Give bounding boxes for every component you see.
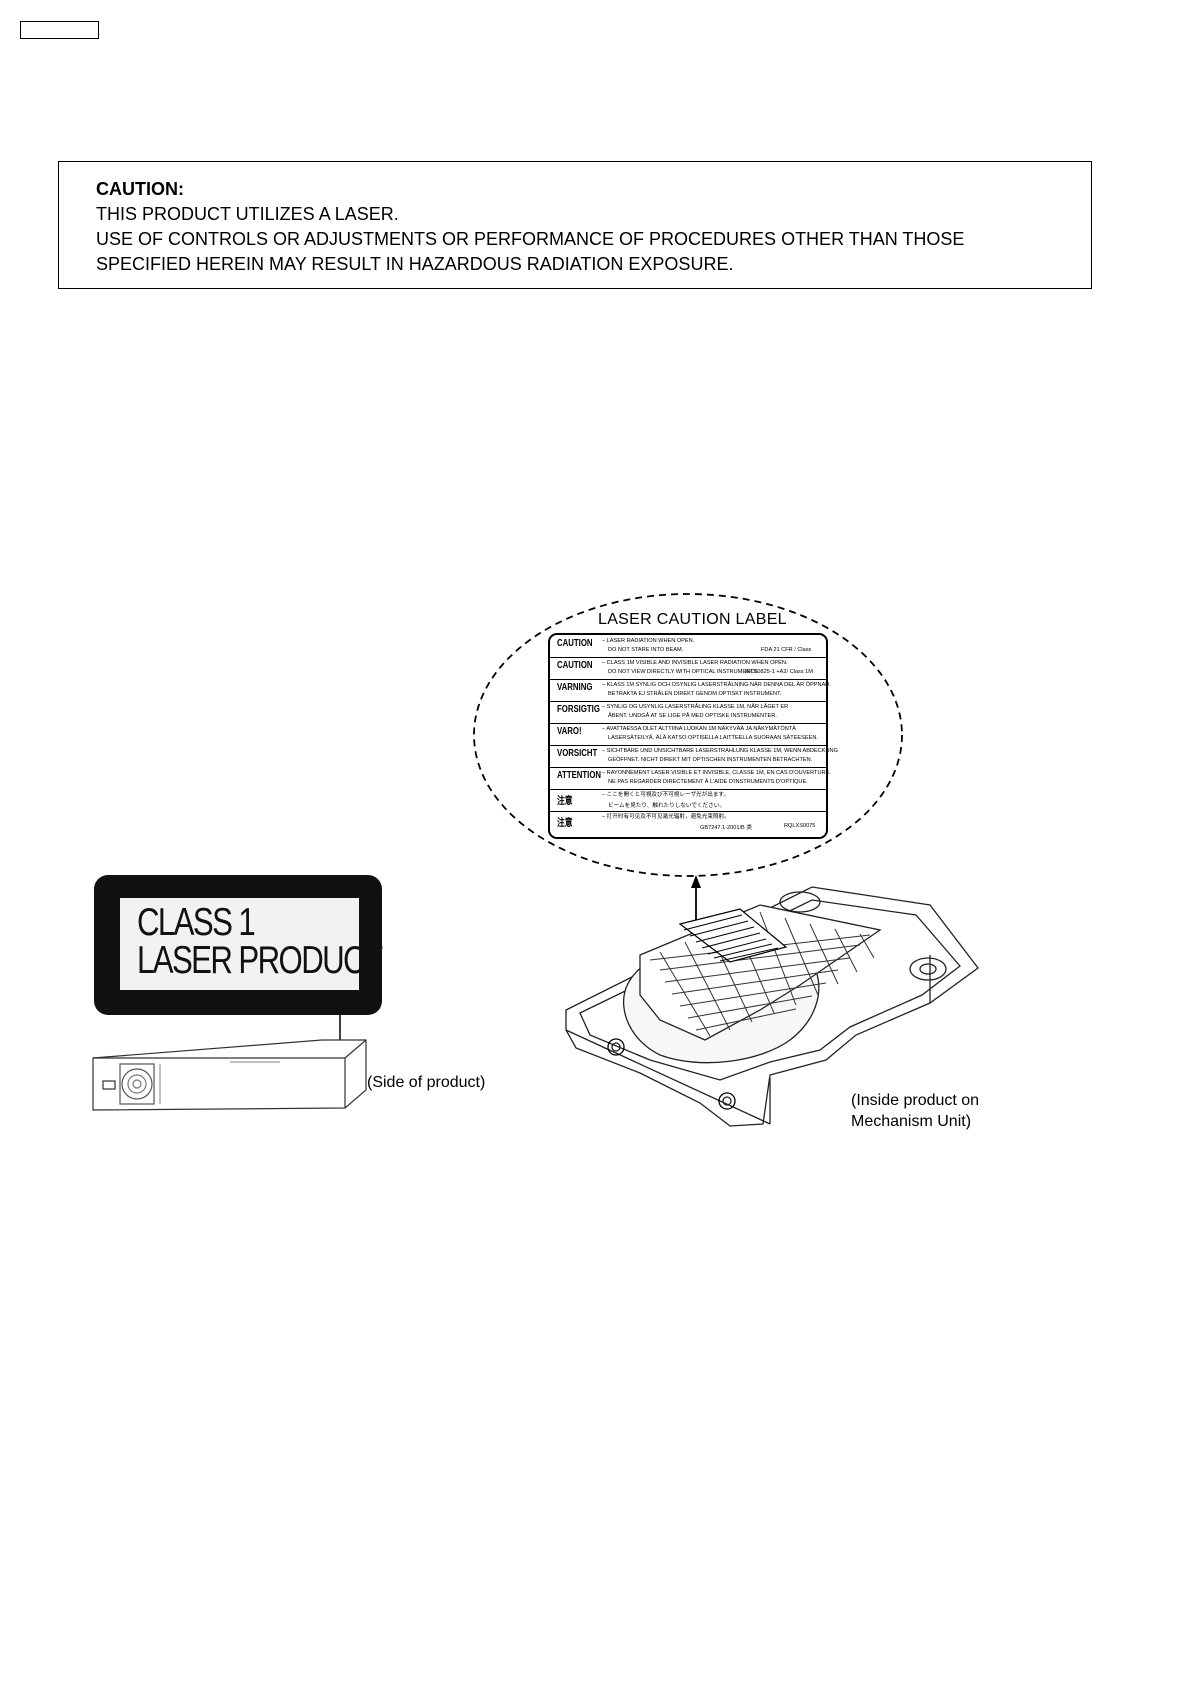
caution-line-1: THIS PRODUCT UTILIZES A LASER. (96, 204, 399, 224)
label-row-text3: IEC60825-1 +A2/ Class 1M (745, 669, 813, 675)
label-row: VARNING – KLASS 1M SYNLIG OCH OSYNLIG LA… (550, 679, 831, 702)
label-row: VORSICHT – SICHTBARE UND UNSICHTBARE LAS… (550, 745, 838, 768)
label-row-text2: NE PAS REGARDER DIRECTEMENT À L'AIDE D'I… (608, 779, 808, 785)
caution-line-3: SPECIFIED HEREIN MAY RESULT IN HAZARDOUS… (96, 254, 734, 274)
label-row: 注意 – 打开时有可见及不可见激光辐射，避免光束照射。 GB7247.1-200… (550, 811, 826, 837)
label-row-key: 注意 (557, 796, 573, 807)
label-row-key: 注意 (557, 818, 573, 829)
laser-caution-label: CAUTION – LASER RADIATION WHEN OPEN. DO … (548, 633, 838, 839)
header-tag-box (20, 21, 99, 39)
label-row: CAUTION – CLASS 1M VISIBLE AND INVISIBLE… (550, 657, 826, 680)
label-row-text3: FDA 21 CFR / Class (761, 647, 812, 653)
label-row-key: CAUTION (557, 660, 593, 671)
label-row-text2: GEÖFFNET. NICHT DIREKT MIT OPTISCHEN INS… (608, 757, 813, 763)
caution-notice-box: CAUTION: THIS PRODUCT UTILIZES A LASER. … (58, 161, 1092, 289)
label-row-text1: – AVATTAESSA OLET ALTTIINA LUOKAN 1M NÄK… (602, 726, 796, 732)
label-row: CAUTION – LASER RADIATION WHEN OPEN. DO … (550, 635, 826, 658)
label-row-text1: – LASER RADIATION WHEN OPEN. (602, 638, 695, 644)
class1-laser-label: CLASS 1 LASER PRODUCT (94, 875, 383, 1015)
callout-ellipse (473, 593, 903, 877)
label-row-text1: – SICHTBARE UND UNSICHTBARE LASERSTRAHLU… (602, 748, 838, 754)
label-row-text2: ÅBENT. UNDGÅ AT SE LIGE PÅ MED OPTISKE I… (608, 713, 777, 719)
label-row-text1: – ここを開くと可視及び不可視レーザ光が出ます。 (602, 792, 730, 798)
inside-caption-line1: (Inside product on (851, 1092, 980, 1109)
label-row-text1: – 打开时有可见及不可见激光辐射，避免光束照射。 (602, 814, 730, 820)
label-row: 注意 – ここを開くと可視及び不可視レーザ光が出ます。 ビームを見たり、触れたり… (550, 789, 826, 812)
inside-caption-line2: Mechanism Unit) (851, 1113, 972, 1130)
label-row-text1: – SYNLIG OG USYNLIG LASERSTRÅLING KLASSE… (602, 704, 789, 710)
label-row: FORSIGTIG – SYNLIG OG USYNLIG LASERSTRÅL… (550, 701, 826, 724)
label-row-key: CAUTION (557, 638, 593, 649)
class1-label-inner: CLASS 1 LASER PRODUCT (120, 898, 383, 990)
label-row-text2: LASERSÄTEILYÄ. ÄLÄ KATSO OPTISELLA LAITT… (608, 735, 818, 741)
caution-line-2: USE OF CONTROLS OR ADJUSTMENTS OR PERFOR… (96, 229, 965, 249)
label-row-key: FORSIGTIG (557, 704, 600, 715)
label-row-text2: BETRAKTA EJ STRÅLEN DIREKT GENOM OPTISKT… (608, 691, 782, 697)
label-row-text2: GB7247.1-2001/B 类 (700, 825, 752, 831)
label-row-text2: ビームを見たり、触れたりしないでください。 (608, 803, 725, 809)
product-box-drawing (92, 1039, 367, 1111)
caution-heading: CAUTION: (96, 179, 184, 199)
mechanism-unit-drawing (565, 886, 979, 1127)
label-row-text2: DO NOT VIEW DIRECTLY WITH OPTICAL INSTRU… (608, 669, 759, 675)
class1-label-line1: CLASS 1 (137, 901, 256, 944)
label-row-key: VARO! (557, 726, 582, 737)
label-row-text3: RQLXS0075 (784, 823, 816, 829)
laser-caution-label-title: LASER CAUTION LABEL (598, 611, 787, 628)
class1-label-line2: LASER PRODUCT (137, 939, 383, 982)
label-row-text1: – KLASS 1M SYNLIG OCH OSYNLIG LASERSTRÅL… (602, 682, 831, 688)
label-row-text1: – RAYONNEMENT LASER VISIBLE ET INVISIBLE… (602, 770, 831, 776)
inside-product-caption: (Inside product on Mechanism Unit) (851, 1090, 979, 1132)
label-row: VARO! – AVATTAESSA OLET ALTTIINA LUOKAN … (550, 723, 826, 746)
label-row-key: VORSICHT (557, 748, 598, 759)
label-row: ATTENTION – RAYONNEMENT LASER VISIBLE ET… (550, 767, 831, 790)
label-row-text1: – CLASS 1M VISIBLE AND INVISIBLE LASER R… (602, 660, 788, 666)
label-row-key: ATTENTION (557, 770, 602, 781)
label-row-key: VARNING (557, 682, 593, 693)
label-row-text2: DO NOT STARE INTO BEAM. (608, 647, 684, 653)
side-of-product-caption: (Side of product) (367, 1074, 486, 1091)
